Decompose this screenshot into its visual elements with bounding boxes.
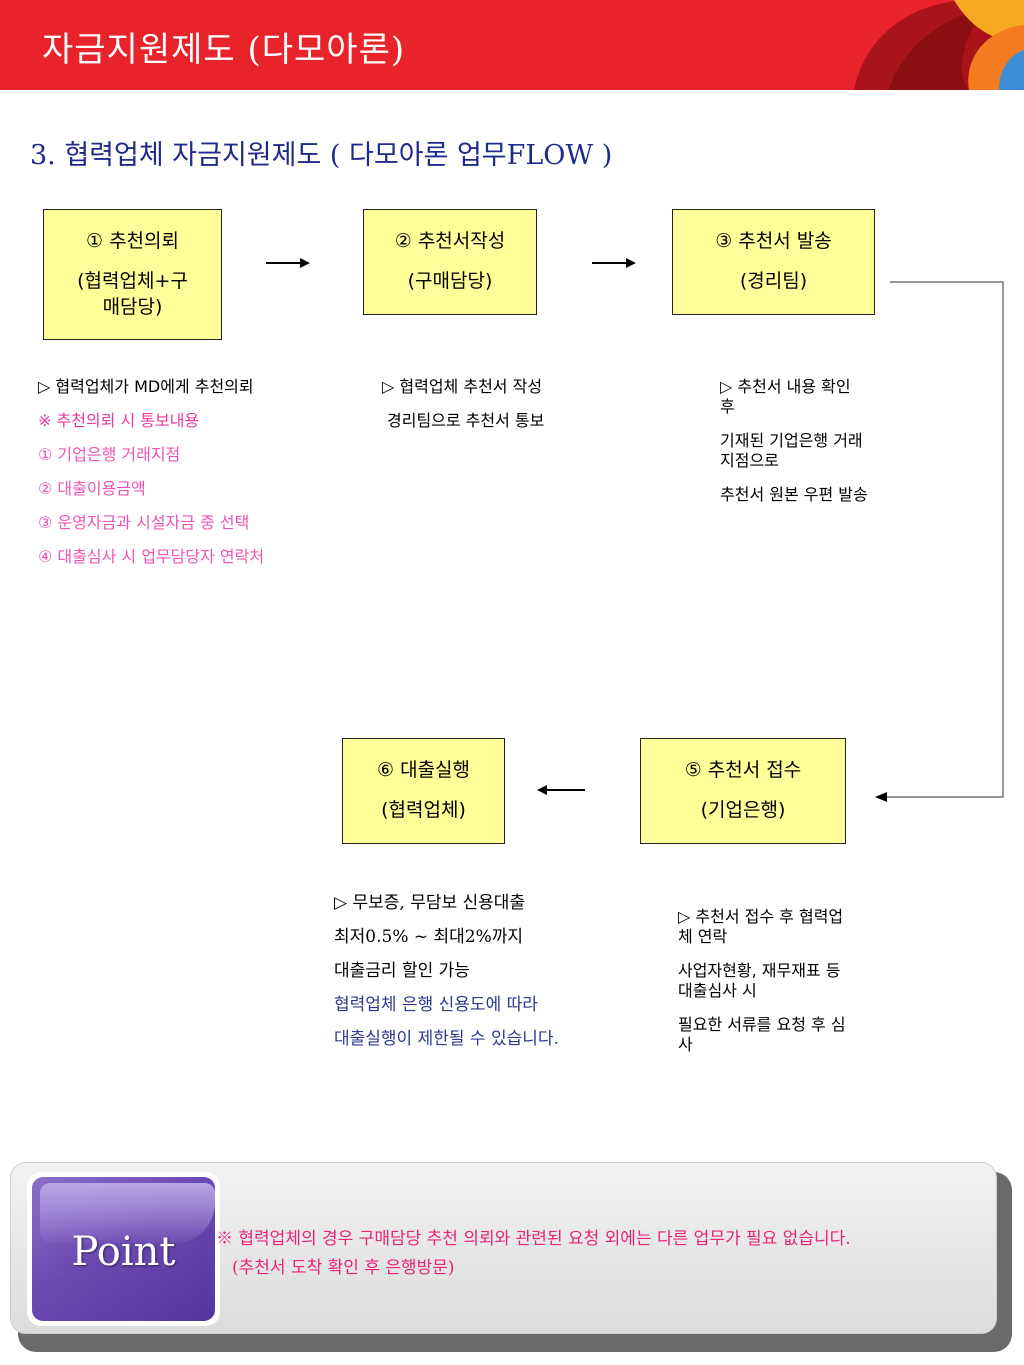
- arrow-right-icon: [266, 258, 310, 268]
- flow-step-role: (협력업체+구: [77, 270, 188, 292]
- flow-step-role: (기업은행): [700, 799, 786, 821]
- flow-step-label: ⑥ 대출실행: [377, 759, 470, 781]
- flow-step-role-cont: 매담당): [102, 296, 163, 318]
- note-line: ① 기업은행 거래지점: [38, 445, 181, 464]
- note-line: ▷ 추천서 내용 확인: [720, 377, 851, 396]
- flow-step-6-box: ⑥ 대출실행 (협력업체): [342, 738, 505, 844]
- section-subtitle: 3. 협력업체 자금지원제도 ( 다모아론 업무FLOW ): [30, 140, 613, 171]
- flow-step-label: ① 추천의뢰: [86, 230, 179, 252]
- flow-step-label: ⑤ 추천서 접수: [684, 759, 802, 781]
- flow-step-role: (구매담당): [407, 270, 493, 292]
- point-badge-shine: [40, 1183, 215, 1243]
- note-line: 필요한 서류를 요청 후 심: [678, 1015, 846, 1034]
- note-line: 경리팀으로 추천서 통보: [387, 411, 545, 430]
- note-line: 대출실행이 제한될 수 있습니다.: [334, 1029, 559, 1049]
- page-title: 자금지원제도 (다모아론): [42, 30, 406, 70]
- flow-step-label: ③ 추천서 발송: [715, 230, 832, 252]
- note-line: 사: [678, 1035, 693, 1054]
- arrow-left-icon: [537, 785, 585, 795]
- note-line: ② 대출이용금액: [38, 479, 146, 498]
- note-line: 후: [720, 397, 735, 416]
- step-2-notes: ▷ 협력업체 추천서 작성 경리팀으로 추천서 통보: [382, 377, 622, 445]
- flow-step-2-box: ② 추천서작성 (구매담당): [363, 209, 537, 315]
- flow-step-role: (협력업체): [381, 799, 466, 821]
- step-5-notes: ▷ 추천서 접수 후 협력업 체 연락 사업자현황, 재무재표 등 대출심사 시…: [678, 907, 908, 1069]
- flow-step-1-box: ① 추천의뢰 (협력업체+구 매담당): [43, 209, 222, 340]
- point-note: ※ 협력업체의 경우 구매담당 추천 의뢰와 관련된 요청 외에는 다른 업무가…: [216, 1225, 851, 1283]
- flow-connector-line: [875, 281, 1004, 802]
- note-line: 최저0.5% ~ 최대2%까지: [334, 927, 524, 947]
- step-3-notes: ▷ 추천서 내용 확인 후 기재된 기업은행 거래 지점으로 추천서 원본 우편…: [720, 377, 920, 519]
- point-note-line-1: ※ 협력업체의 경우 구매담당 추천 의뢰와 관련된 요청 외에는 다른 업무가…: [216, 1229, 851, 1249]
- note-line: 체 연락: [678, 927, 728, 946]
- flow-step-3-box: ③ 추천서 발송 (경리팀): [672, 209, 875, 315]
- note-line: ※ 추천의뢰 시 통보내용: [38, 411, 200, 430]
- flow-step-5-box: ⑤ 추천서 접수 (기업은행): [640, 738, 846, 844]
- point-badge: Point: [27, 1172, 220, 1326]
- note-line: ▷ 협력업체 추천서 작성: [382, 377, 543, 396]
- note-line: 대출금리 할인 가능: [334, 961, 470, 981]
- note-line: 사업자현황, 재무재표 등: [678, 961, 841, 980]
- point-note-line-2: (추천서 도착 확인 후 은행방문): [232, 1258, 455, 1278]
- flow-step-role: (경리팀): [739, 270, 808, 292]
- point-badge-fill: Point: [32, 1177, 215, 1321]
- step-6-notes: ▷ 무보증, 무담보 신용대출 최저0.5% ~ 최대2%까지 대출금리 할인 …: [334, 893, 624, 1063]
- note-line: 추천서 원본 우편 발송: [720, 485, 868, 504]
- decorative-petal-graphic: [854, 0, 1024, 90]
- flow-step-label: ② 추천서작성: [394, 230, 506, 252]
- note-line: ▷ 협력업체가 MD에게 추천의뢰: [38, 377, 254, 396]
- point-badge-label: Point: [71, 1229, 176, 1275]
- header-bar: 자금지원제도 (다모아론): [0, 0, 1024, 90]
- step-1-notes: ▷ 협력업체가 MD에게 추천의뢰 ※ 추천의뢰 시 통보내용 ① 기업은행 거…: [38, 377, 338, 581]
- note-line: 지점으로: [720, 451, 779, 470]
- note-line: 대출심사 시: [678, 981, 757, 1000]
- note-line: ③ 운영자금과 시설자금 중 선택: [38, 513, 250, 532]
- arrow-right-icon: [592, 258, 636, 268]
- note-line: 기재된 기업은행 거래: [720, 431, 863, 450]
- note-line: ▷ 추천서 접수 후 협력업: [678, 907, 844, 926]
- note-line: ④ 대출심사 시 업무담당자 연락처: [38, 547, 265, 566]
- note-line: ▷ 무보증, 무담보 신용대출: [334, 893, 526, 913]
- note-line: 협력업체 은행 신용도에 따라: [334, 995, 538, 1015]
